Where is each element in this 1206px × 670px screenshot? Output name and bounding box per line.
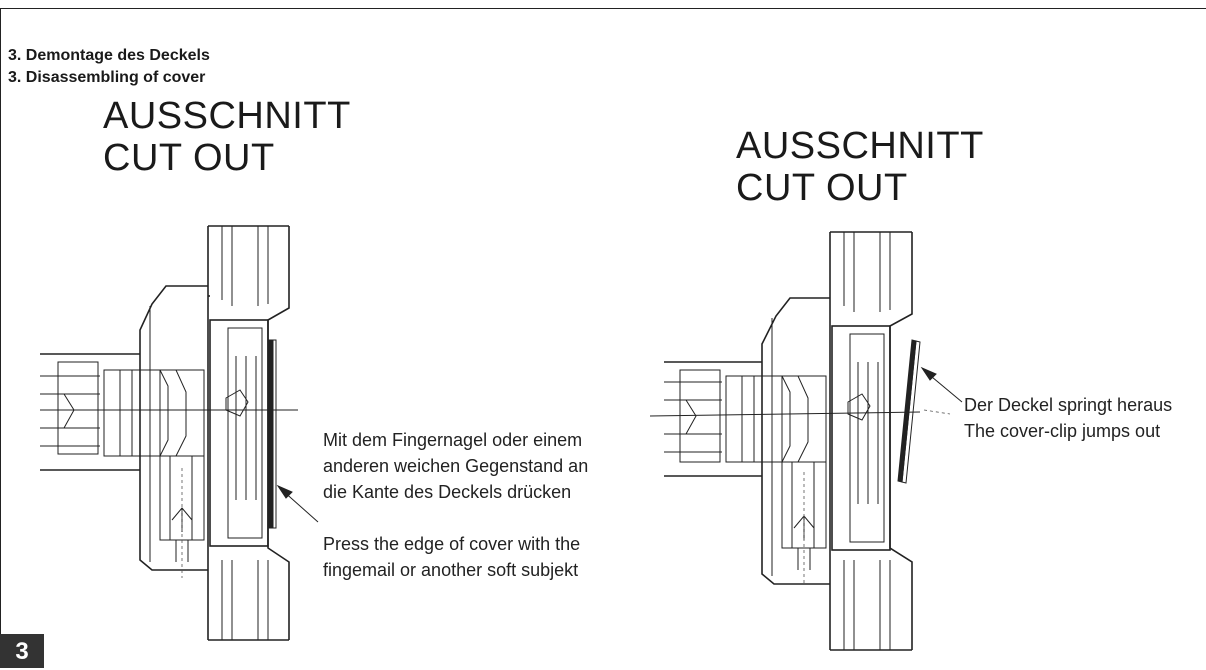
view2-note-de: Der Deckel springt heraus	[964, 395, 1173, 415]
view2-housing	[664, 297, 830, 585]
page-number-badge: 3	[0, 634, 44, 668]
view2-arrow-head	[920, 366, 937, 381]
view1-housing	[40, 285, 208, 571]
view2-label-en: CUT OUT	[736, 167, 908, 209]
frame-left-border	[0, 8, 1, 640]
heading-english: 3. Disassembling of cover	[8, 69, 206, 86]
view1-rim-body	[207, 225, 290, 641]
view2-assembly-drawing	[649, 231, 963, 651]
view2-hub	[831, 325, 891, 551]
view1-label-en: CUT OUT	[103, 137, 275, 179]
view1-note-de-line2: anderen weichen Gegenstand an	[323, 456, 589, 476]
view1-note-en-line2: fingemail or another soft subjekt	[323, 560, 579, 580]
view1-note-de-line1: Mit dem Fingernagel oder einem	[323, 430, 583, 450]
view1-note-de-line3: die Kante des Deckels drücken	[323, 482, 572, 502]
view1-note-en-line1: Press the edge of cover with the	[323, 534, 581, 554]
view1-assembly-drawing	[40, 225, 319, 641]
view2-rim-body	[829, 231, 913, 651]
frame-top-border	[0, 8, 1206, 9]
view2-label-de: AUSSCHNITT	[736, 125, 984, 167]
view1-hub	[209, 319, 269, 547]
view2-centerline	[649, 411, 921, 417]
view1-label-de: AUSSCHNITT	[103, 95, 351, 137]
view2-note-en: The cover-clip jumps out	[964, 421, 1161, 441]
heading-german: 3. Demontage des Deckels	[8, 47, 210, 64]
view1-cover-plate	[268, 339, 274, 529]
view1-arrow-head	[276, 484, 293, 499]
